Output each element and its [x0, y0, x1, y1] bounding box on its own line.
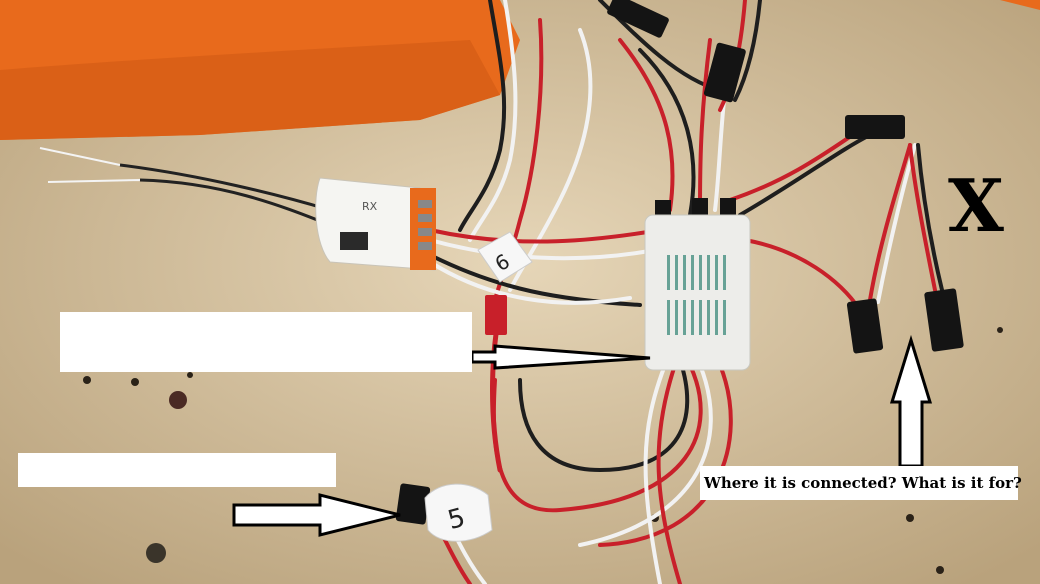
redacted-label-bottom	[18, 453, 336, 487]
receiver: RX	[315, 177, 436, 271]
antenna-wires	[39, 147, 331, 227]
x-mark: X	[948, 163, 1004, 248]
arrow-up-to-lead	[889, 334, 933, 468]
tag-5-label: 5	[445, 503, 469, 536]
arrow-to-module	[470, 344, 651, 370]
servo-connectors	[395, 0, 964, 525]
tag-6: 6	[477, 231, 533, 283]
question-label: Where it is connected? What is it for?	[700, 466, 1022, 500]
tag-5: 5	[424, 483, 493, 542]
receiver-label: RX	[362, 200, 378, 213]
redacted-label-top	[60, 312, 472, 372]
switch-module	[644, 214, 751, 371]
arrow-to-connector	[232, 493, 401, 537]
